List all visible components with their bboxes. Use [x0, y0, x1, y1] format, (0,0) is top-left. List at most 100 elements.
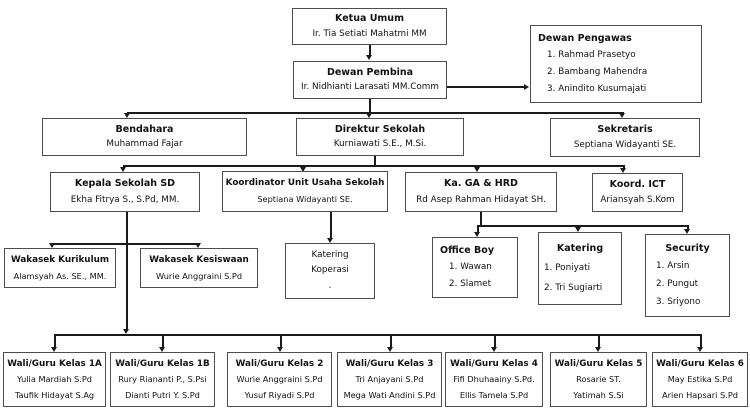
arrowhead-down [51, 347, 58, 352]
node-person: Muhammad Fajar [106, 139, 183, 150]
node-title: Wali/Guru Kelas 4 [450, 358, 538, 369]
node-office-boy: Office Boy 1. Wawan 2. Slamet [432, 237, 518, 298]
unit-item: Katering [311, 249, 349, 260]
arrowhead-down [195, 243, 202, 248]
teacher-name: Rosarie ST. [576, 374, 621, 385]
arrowhead-down [595, 347, 602, 352]
node-title: Office Boy [440, 244, 495, 256]
arrowhead-down [491, 347, 498, 352]
node-kelas-1a: Wali/Guru Kelas 1A Yulia Mardiah S.Pd Ta… [3, 352, 106, 407]
teacher-name: Yatimah S.Si [573, 389, 624, 400]
node-person: Ariansyah S.Kom [600, 194, 675, 205]
node-title: Sekretaris [597, 123, 653, 135]
member-item: 1. Rahmad Prasetyo [547, 50, 636, 61]
node-kelas-3: Wali/Guru Kelas 3 Tri Anjayani S.Pd Mega… [337, 352, 442, 407]
node-person: Kurniawati S.E., M.Si. [333, 139, 427, 150]
member-item: 1. Arsin [656, 261, 690, 272]
connector-pembina-to-pengawas [447, 86, 524, 88]
node-title: Ka. GA & HRD [444, 178, 518, 190]
node-title: Wali/Guru Kelas 3 [345, 358, 434, 369]
node-title: Kepala Sekolah SD [74, 178, 176, 190]
node-wakasek-kesiswaan: Wakasek Kesiswaan Wurie Anggraini S.Pd [140, 248, 258, 288]
arrowhead-down [300, 167, 307, 172]
node-unit-usaha-list: Katering Koperasi . [285, 243, 375, 299]
connector-stub [280, 334, 282, 347]
node-person: Wurie Anggraini S.Pd [155, 270, 243, 281]
unit-item: . [328, 281, 332, 292]
node-person: Rd Asep Rahman Hidayat SH. [416, 194, 546, 205]
arrowhead-down [366, 113, 373, 118]
connector-stub [687, 225, 689, 229]
connector-stub [578, 225, 580, 227]
connector-wakasek-horizontal [52, 243, 198, 245]
teacher-name: Fifi Dhuhaainy S.Pd. [453, 374, 535, 385]
node-ketua-umum: Ketua Umum Ir. Tia Setiati Mahatmi MM [292, 8, 447, 45]
node-title: Dewan Pembina [326, 66, 414, 78]
teacher-name: Wurie Anggraini S.Pd [236, 374, 323, 385]
teacher-name: Yulia Mardiah S.Pd [17, 374, 92, 385]
node-person: Ir. Tia Setiati Mahatmi MM [312, 28, 427, 39]
arrowhead-down [620, 168, 627, 173]
connector-stub [162, 334, 164, 347]
node-title: Wali/Guru Kelas 1B [115, 358, 210, 369]
arrowhead-down [387, 347, 394, 352]
teacher-name: Dianti Putri Y. S.Pd [125, 389, 200, 400]
connector-kepala-long-vertical [126, 212, 128, 329]
teacher-name: Arien Hapsari S.Pd [662, 389, 738, 400]
node-kelas-5: Wali/Guru Kelas 5 Rosarie ST. Yatimah S.… [550, 352, 647, 407]
node-title: Bendahara [115, 123, 174, 135]
node-title: Wakasek Kesiswaan [149, 254, 249, 265]
node-bendahara: Bendahara Muhammad Fajar [42, 118, 247, 156]
teacher-name: Ellis Tamela S.Pd [459, 389, 529, 400]
arrowhead-down [49, 243, 56, 248]
node-title: Wali/Guru Kelas 5 [554, 358, 643, 369]
node-title: Katering [556, 242, 604, 254]
connector-stub [54, 334, 56, 347]
node-title: Dewan Pengawas [538, 32, 632, 44]
arrowhead-down [575, 227, 582, 232]
node-kepala-sekolah-sd: Kepala Sekolah SD Ekha Fitrya S., S.Pd, … [50, 172, 200, 212]
connector-direktur-down [374, 155, 376, 166]
teacher-name: Yusuf Riyadi S.Pd [244, 389, 315, 400]
arrowhead-down [327, 238, 334, 243]
node-dewan-pengawas: Dewan Pengawas 1. Rahmad Prasetyo 2. Bam… [530, 25, 702, 103]
node-person: Ekha Fitrya S., S.Pd, MM. [70, 194, 180, 205]
node-dewan-pembina: Dewan Pembina Ir. Nidhianti Larasati MM.… [293, 61, 447, 99]
node-title: Koordinator Unit Usaha Sekolah [225, 178, 385, 189]
connector-stub [494, 334, 496, 347]
connector-kelas-horizontal [54, 334, 700, 336]
member-item: 1. Poniyati [544, 263, 591, 274]
arrowhead-down [366, 55, 373, 60]
teacher-name: Rury Riananti P., S.Psi [118, 374, 207, 385]
connector-row2-horizontal [127, 112, 622, 114]
arrowhead-down [124, 113, 131, 118]
connector-pembina-down [369, 98, 371, 113]
connector-stub [598, 334, 600, 347]
connector-kaga-down [480, 212, 482, 226]
connector-koordinator-down [330, 212, 332, 238]
node-kelas-4: Wali/Guru Kelas 4 Fifi Dhuhaainy S.Pd. E… [445, 352, 543, 407]
member-item: 2. Pungut [656, 279, 699, 290]
arrowhead-down [684, 229, 691, 234]
node-title: Security [665, 242, 710, 254]
arrowhead-down [120, 167, 127, 172]
node-security: Security 1. Arsin 2. Pungut 3. Sriyono [645, 234, 730, 317]
teacher-name: May Estika S.Pd [667, 374, 733, 385]
node-kelas-2: Wali/Guru Kelas 2 Wurie Anggraini S.Pd Y… [227, 352, 332, 407]
connector-stub [477, 165, 479, 168]
arrowhead-down [474, 232, 481, 237]
node-title: Direktur Sekolah [334, 123, 426, 135]
teacher-name: Taufik Hidayat S.Ag [14, 389, 95, 400]
node-person: Septiana Widayanti SE. [573, 139, 677, 150]
member-item: 3. Anindito Kusumajati [547, 84, 647, 95]
teacher-name: Mega Wati Andini S.Pd [343, 389, 436, 400]
node-title: Ketua Umum [335, 13, 404, 25]
node-wakasek-kurikulum: Wakasek Kurikulum Alamsyah As. SE., MM. [4, 248, 116, 288]
node-kelas-1b: Wali/Guru Kelas 1B Rury Riananti P., S.P… [110, 352, 215, 407]
node-title: Wali/Guru Kelas 1A [7, 358, 102, 369]
node-person: Septiana Widayanti SE. [257, 194, 353, 205]
connector-ketua-to-pembina [369, 44, 371, 56]
connector-hrd-children-horizontal [477, 225, 688, 227]
node-katering-staff: Katering 1. Poniyati 2. Tri Sugiarti [538, 232, 622, 305]
